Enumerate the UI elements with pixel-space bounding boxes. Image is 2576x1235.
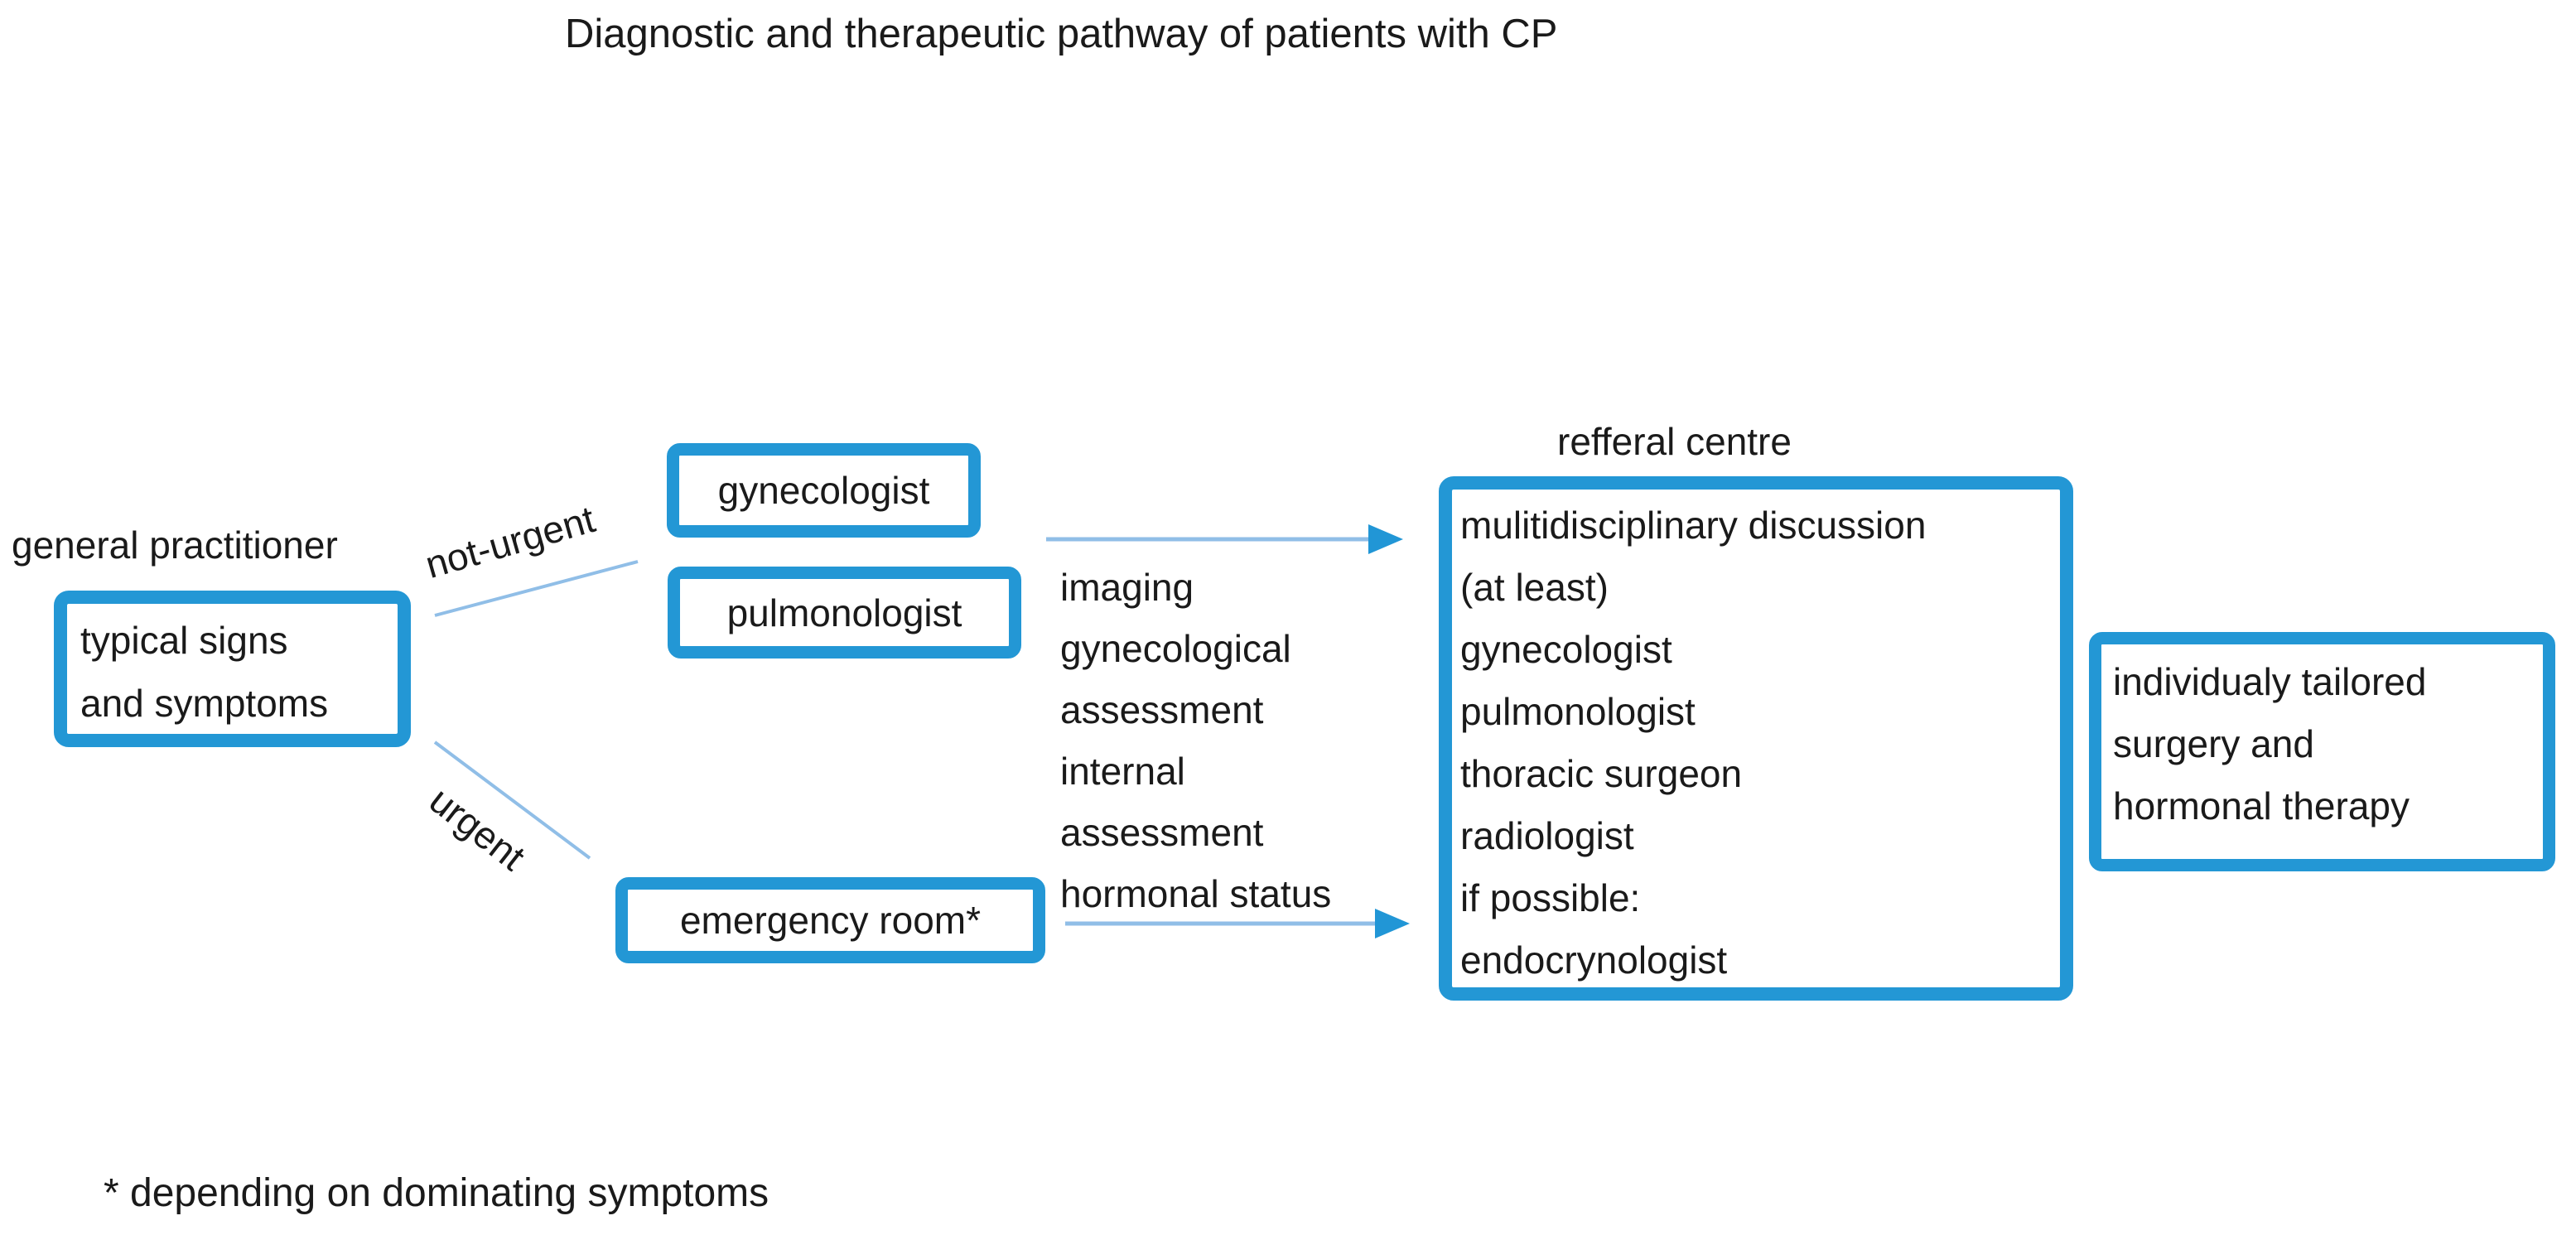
referral-centre-box-text: mulitidisciplinary discussion (at least)…: [1460, 504, 1927, 982]
to-referral-top-arrowhead-icon: [1368, 524, 1403, 554]
gynecologist-box-text: gynecologist: [717, 469, 930, 512]
diagram-title: Diagnostic and therapeutic pathway of pa…: [565, 12, 1558, 56]
referral-centre-box: mulitidisciplinary discussion (at least)…: [1439, 476, 2073, 1001]
pulmonologist-box-text: pulmonologist: [726, 591, 962, 634]
footnote: * depending on dominating symptoms: [104, 1171, 769, 1215]
typical-signs-box: typical signs and symptoms: [54, 591, 411, 747]
emergency-room-box-text: emergency room*: [679, 899, 982, 942]
general-practitioner-label: general practitioner: [12, 523, 338, 567]
gynecologist-box: gynecologist: [667, 443, 981, 538]
outcome-box-text: individualy tailored surgery and hormona…: [2113, 660, 2427, 827]
to-referral-bottom-arrowhead-icon: [1375, 909, 1410, 938]
emergency-room-box: emergency room*: [615, 877, 1045, 963]
not-urgent-connector-line: [434, 560, 639, 617]
pulmonologist-box: pulmonologist: [668, 567, 1021, 659]
urgent-connector-line: [433, 741, 591, 860]
referral-centre-title: refferal centre: [1557, 420, 1792, 463]
typical-signs-box-text: typical signs and symptoms: [80, 619, 329, 725]
outcome-box: individualy tailored surgery and hormona…: [2089, 632, 2555, 871]
assessment-list: imaging gynecological assessment interna…: [1060, 566, 1332, 915]
